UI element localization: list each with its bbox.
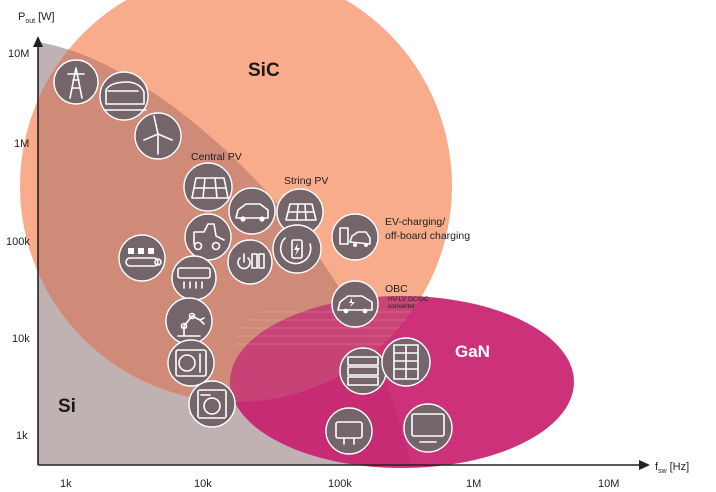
solar-panel-small-icon: [285, 203, 317, 221]
x-tick-1k: 1k: [60, 478, 72, 490]
ev-charging-label-line2: off-board charging: [385, 230, 470, 242]
transmission-tower-node: [53, 59, 99, 105]
obc-sub-line1: HV-LV DC/DC: [388, 296, 429, 303]
obc-label: OBC: [385, 283, 408, 295]
data-center-node: [381, 337, 431, 387]
x-tick-100k: 100k: [328, 478, 352, 490]
string-pv-label: String PV: [284, 175, 328, 187]
power-storage-node: [227, 239, 273, 285]
server-node: [339, 347, 387, 395]
data-center-icon: [393, 344, 419, 380]
air-conditioner-icon: [177, 267, 211, 289]
y-axis-arrow: [33, 36, 43, 47]
solar-panel-icon: [191, 177, 229, 199]
y-axis-title: Pout[W]: [18, 11, 55, 25]
robot-arm-icon: [177, 312, 205, 337]
heat-pump-icon: [175, 349, 207, 377]
washing-machine-node: [188, 380, 236, 428]
y-tick-1k: 1k: [16, 430, 28, 442]
y-tick-100k: 100k: [6, 236, 30, 248]
x-axis-arrow: [639, 460, 650, 470]
ev-charger-node: [331, 213, 379, 261]
y-tick-10k: 10k: [12, 333, 30, 345]
tv-icon: [411, 413, 445, 443]
y-tick-10m: 10M: [8, 48, 29, 60]
sic-label: SiC: [248, 60, 280, 81]
battery-charge-node: [272, 224, 322, 274]
ev-charger-icon: [339, 227, 371, 247]
central-pv-label: Central PV: [191, 151, 242, 163]
air-conditioner-node: [171, 255, 217, 301]
server-icon: [347, 356, 379, 386]
conveyor-node: [118, 234, 166, 282]
x-tick-10k: 10k: [194, 478, 212, 490]
construction-vehicle-node: [184, 213, 232, 261]
loader-icon: [193, 223, 225, 251]
string-pv-node: [276, 188, 324, 236]
robot-arm-node: [165, 297, 213, 345]
tv-node: [403, 403, 453, 453]
y-tick-1m: 1M: [14, 138, 29, 150]
charger-plug-node: [325, 407, 373, 455]
transmission-tower-icon: [67, 67, 85, 99]
obc-sub-line2: converter: [388, 303, 416, 310]
train-icon: [103, 81, 147, 111]
x-tick-1m: 1M: [466, 478, 481, 490]
central-pv-node: [183, 162, 233, 212]
train-node: [99, 71, 149, 121]
si-label: Si: [58, 396, 76, 417]
power-button-battery-icon: [237, 253, 265, 270]
conveyor-icon: [125, 248, 162, 267]
battery-cycle-icon: [279, 237, 312, 265]
obc-car-node: [331, 280, 379, 328]
x-tick-10m: 10M: [598, 478, 619, 490]
electric-car-node: [228, 187, 276, 235]
wind-turbine-node: [134, 112, 182, 160]
charger-plug-icon: [335, 421, 363, 445]
obc-car-icon: [337, 295, 373, 314]
ev-charging-label-line1: EV-charging/: [385, 216, 445, 228]
wind-turbine-icon: [143, 115, 173, 155]
washing-machine-icon: [197, 389, 227, 419]
heat-pump-node: [167, 339, 215, 387]
gan-label: GaN: [455, 342, 490, 361]
car-icon: [235, 203, 269, 222]
x-axis-title: fsw[Hz]: [655, 461, 689, 475]
